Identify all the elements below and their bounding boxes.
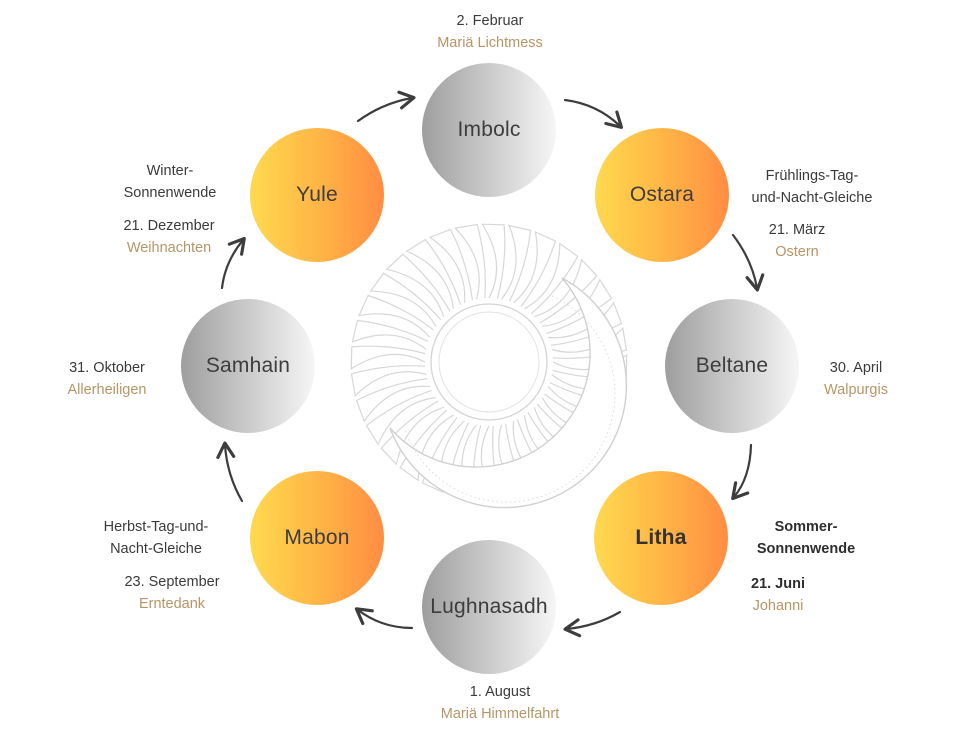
ostara-holiday: Ostern xyxy=(775,244,819,260)
festival-beltane: Beltane xyxy=(665,299,799,433)
festival-name: Mabon xyxy=(284,526,350,549)
festival-ostara: Ostara xyxy=(595,128,729,262)
festival-name: Beltane xyxy=(695,354,769,377)
festival-name: Samhain xyxy=(205,354,291,377)
festival-name: Yule xyxy=(296,183,338,206)
arrow-litha-to-lughnasadh xyxy=(563,610,622,638)
ostara-event-line2: und-Nacht-Gleiche xyxy=(751,190,873,206)
arrow-beltane-to-litha xyxy=(731,443,753,501)
beltane-holiday: Walpurgis xyxy=(824,382,888,398)
yule-date: 21. Dezember xyxy=(123,218,215,234)
festival-name: Lughnasadh xyxy=(430,595,548,618)
festival-yule: Yule xyxy=(250,128,384,262)
arrow-ostara-to-beltane xyxy=(731,233,765,292)
arrow-yule-to-imbolc xyxy=(356,90,416,123)
beltane-date: 30. April xyxy=(829,360,883,376)
mabon-holiday: Erntedank xyxy=(138,596,206,612)
festival-lughnasadh: Lughnasadh xyxy=(422,540,556,674)
samhain-holiday: Allerheiligen xyxy=(67,382,147,398)
yule-holiday: Weihnachten xyxy=(126,240,212,256)
festival-samhain: Samhain xyxy=(181,299,315,433)
litha-holiday: Johanni xyxy=(752,598,804,614)
arrow-samhain-to-yule xyxy=(220,236,246,290)
arrow-lughnasadh-to-mabon xyxy=(354,607,414,630)
festival-name: Ostara xyxy=(629,183,695,206)
mabon-date: 23. September xyxy=(124,574,220,590)
yule-event-line1: Winter- xyxy=(146,163,194,179)
imbolc-date: 2. Februar xyxy=(456,13,524,29)
samhain-date: 31. Oktober xyxy=(69,360,145,376)
yule-event-line2: Sonnenwende xyxy=(123,185,217,201)
ostara-date: 21. März xyxy=(768,222,826,238)
imbolc-holiday: Mariä Lichtmess xyxy=(437,35,543,51)
festival-litha: Litha xyxy=(594,471,728,605)
festival-name: Litha xyxy=(635,526,687,549)
arrow-mabon-to-samhain xyxy=(216,441,244,503)
mabon-event-line2: Nacht-Gleiche xyxy=(110,541,202,557)
ostara-event-line1: Frühlings-Tag- xyxy=(765,168,859,184)
litha-event-line2: Sonnenwende xyxy=(756,541,856,557)
festival-mabon: Mabon xyxy=(250,471,384,605)
lughnasadh-date: 1. August xyxy=(469,684,531,700)
arrow-imbolc-to-ostara xyxy=(563,98,624,129)
lughnasadh-holiday: Mariä Himmelfahrt xyxy=(440,706,560,722)
festival-imbolc: Imbolc xyxy=(422,63,556,197)
litha-event-line1: Sommer- xyxy=(774,519,838,535)
festival-name: Imbolc xyxy=(457,118,521,141)
litha-date: 21. Juni xyxy=(751,576,805,592)
mabon-event-line1: Herbst-Tag-und- xyxy=(103,519,209,535)
